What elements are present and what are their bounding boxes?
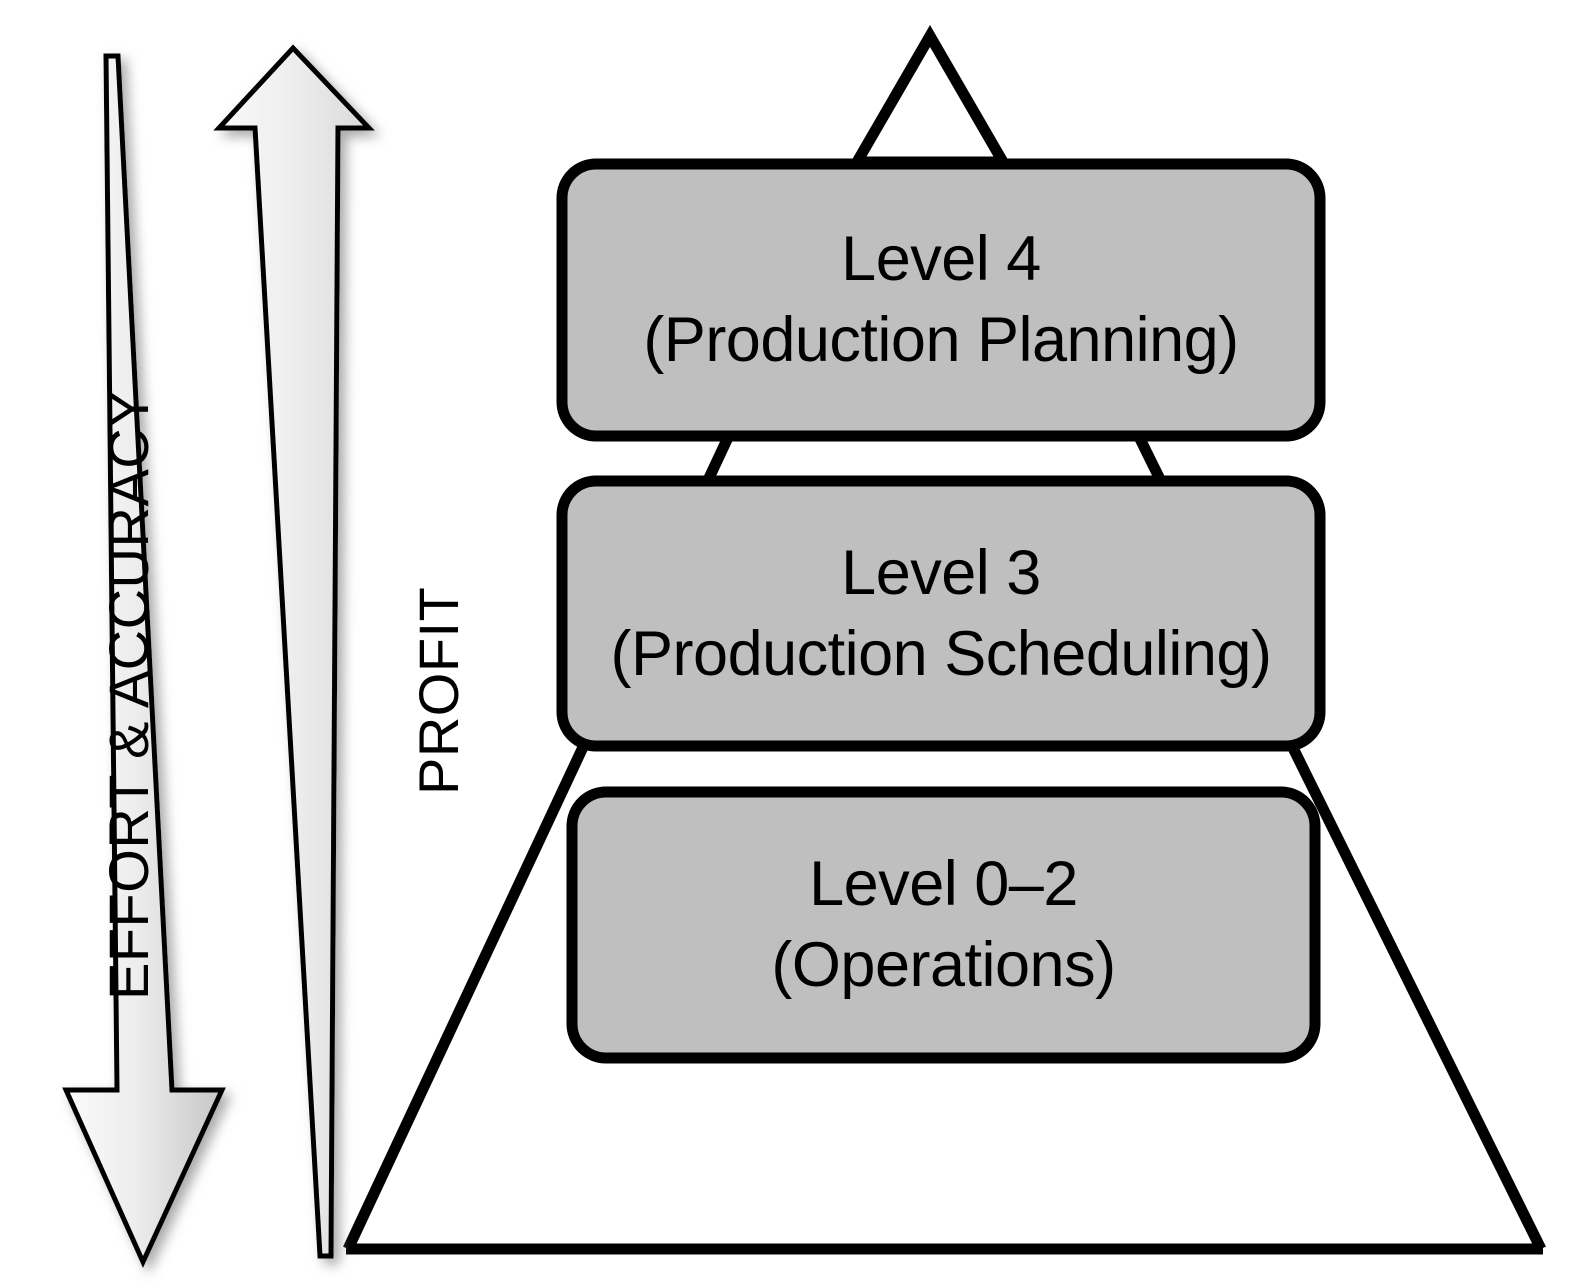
pyramid-apex-icon bbox=[847, 25, 1013, 168]
effort-arrow-shape bbox=[62, 53, 226, 1269]
profit-axis-label: PROFIT bbox=[407, 586, 470, 795]
profit-arrow-shape bbox=[213, 44, 375, 1259]
effort-accuracy-axis-label: EFFORT & ACCURACY bbox=[97, 389, 160, 1000]
level-3-box[interactable] bbox=[556, 475, 1326, 752]
level-4-box[interactable] bbox=[556, 158, 1326, 442]
level-0-2-box[interactable] bbox=[566, 786, 1321, 1064]
effort-accuracy-arrow bbox=[62, 53, 226, 1269]
level-boxes bbox=[556, 158, 1326, 1064]
profit-arrow bbox=[213, 44, 375, 1259]
